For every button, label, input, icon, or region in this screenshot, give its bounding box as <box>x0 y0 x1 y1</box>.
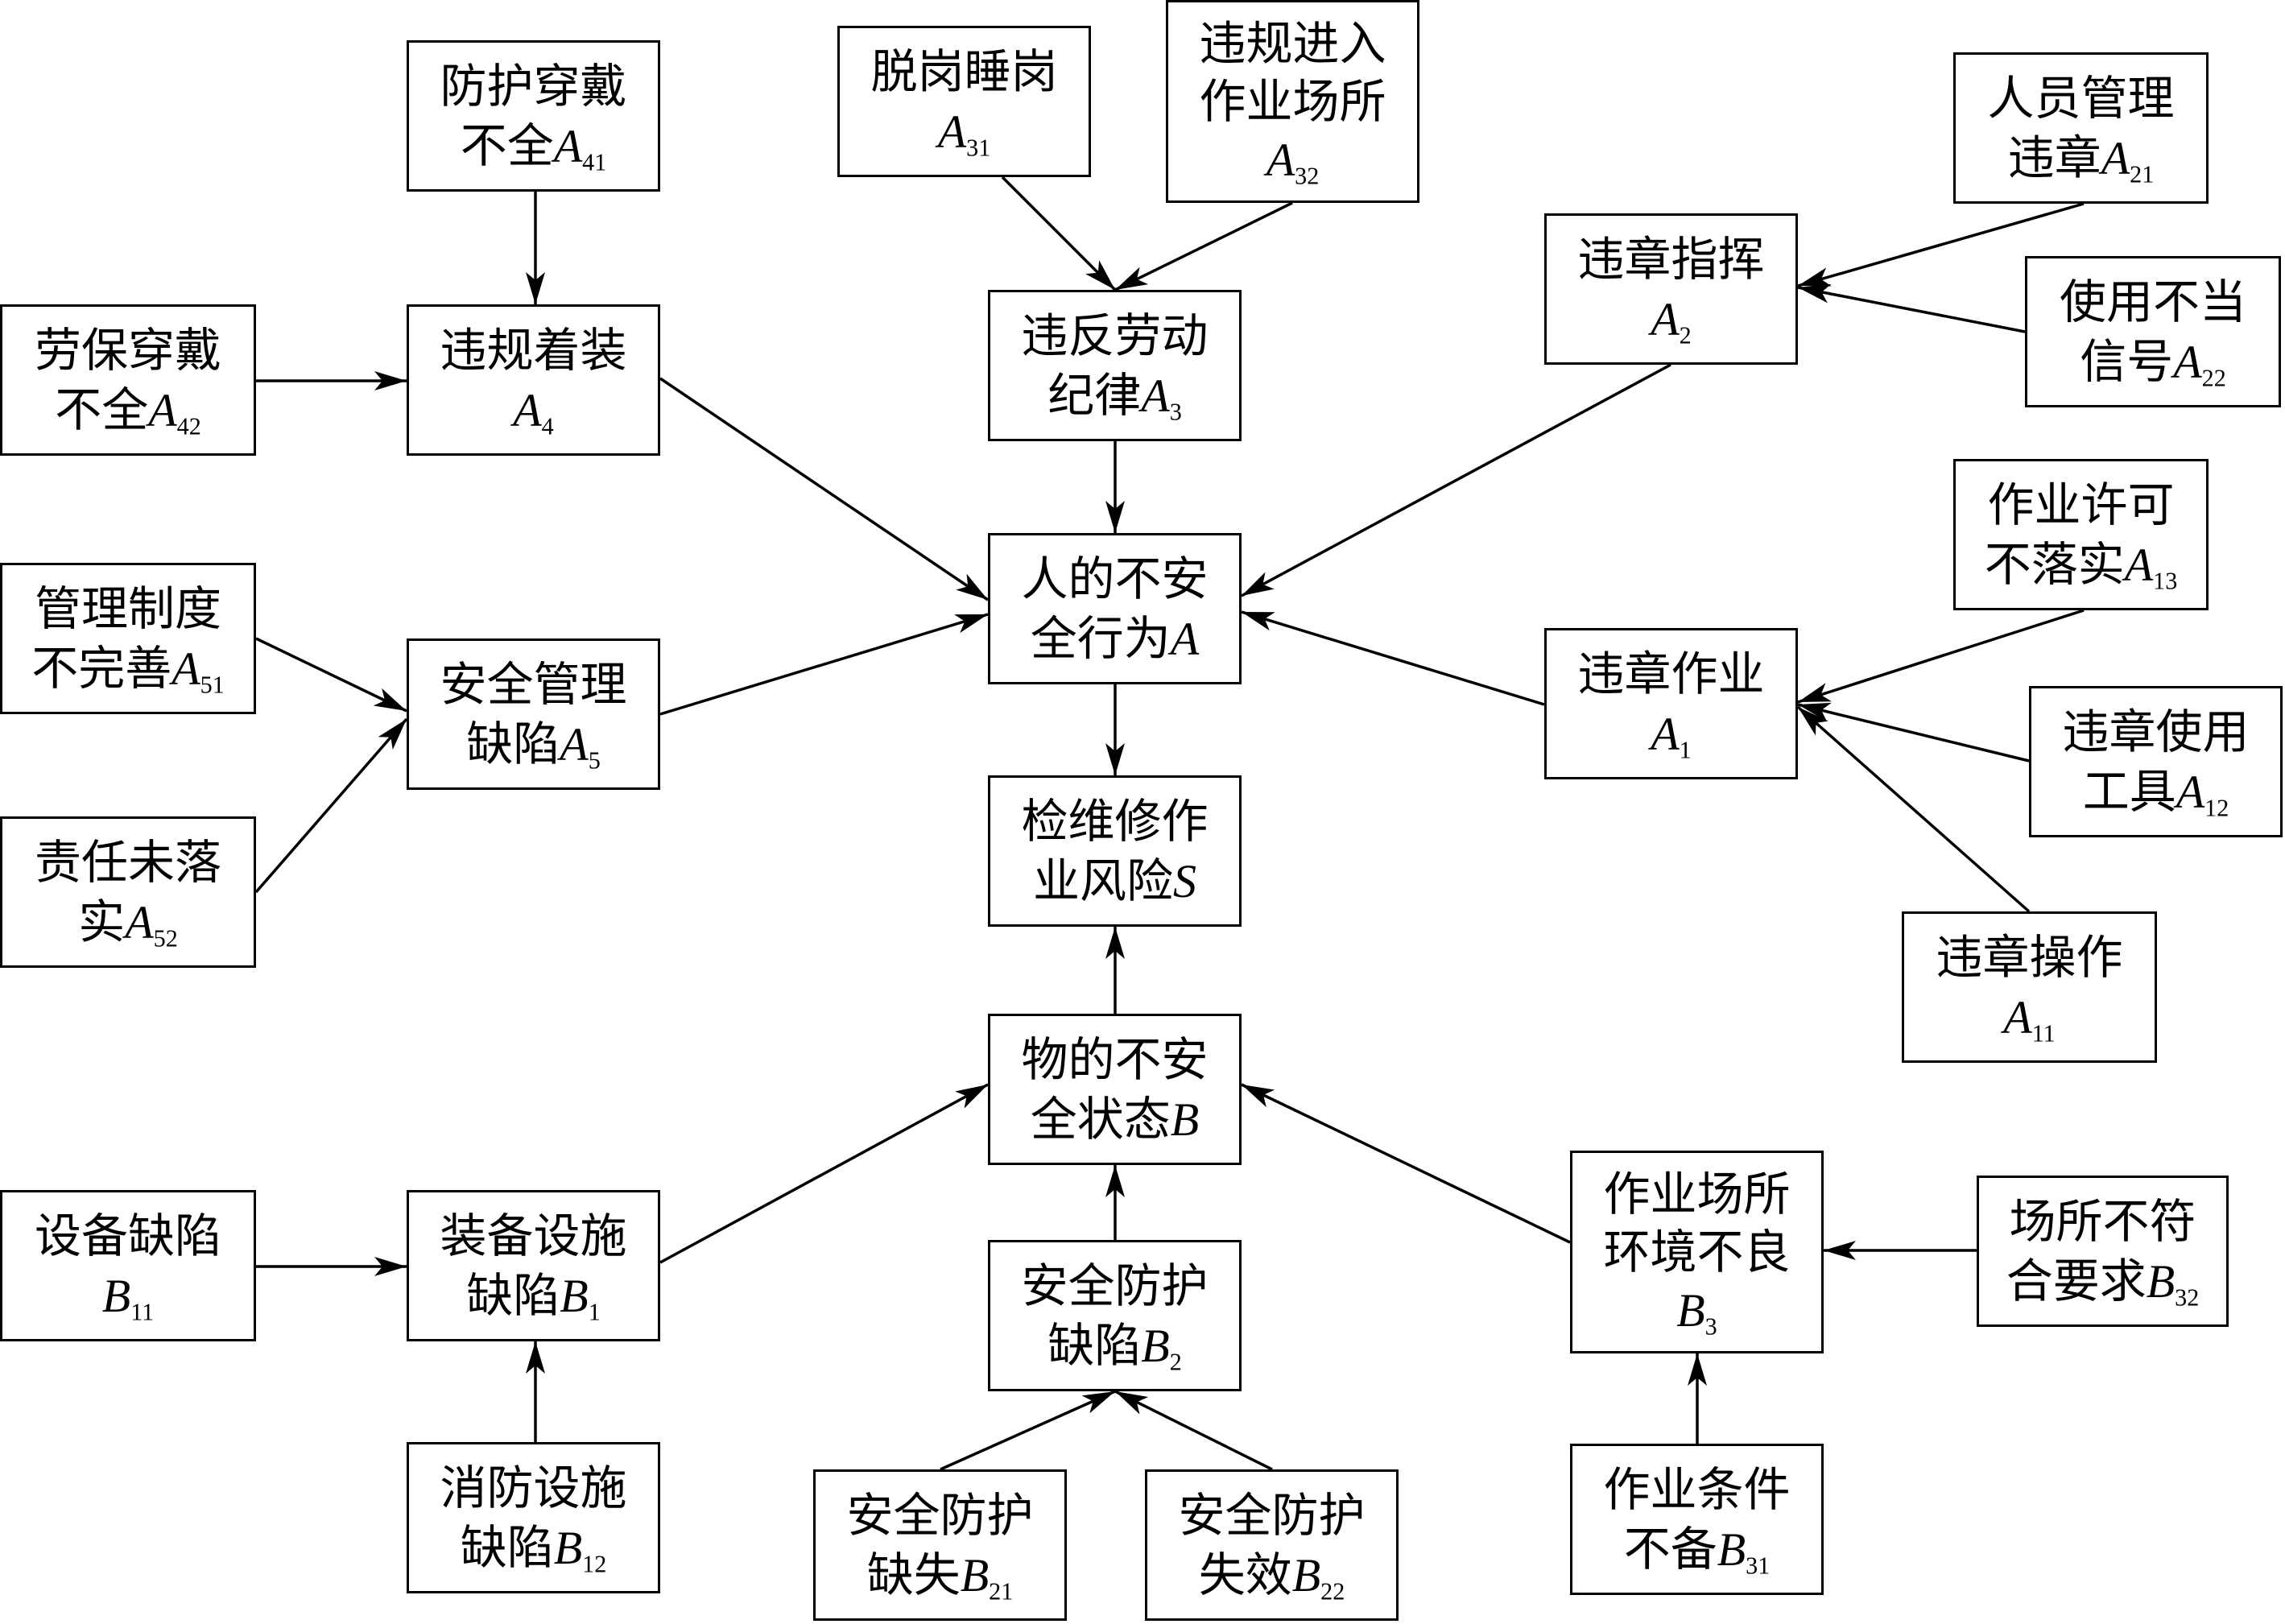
arrow-a52-a5 <box>254 717 408 894</box>
arrow-a1-a <box>1241 610 1545 706</box>
node-safety-protection-defect: 安全防护 缺陷B2 <box>988 1240 1242 1391</box>
arrow-a31-a3 <box>1001 176 1117 291</box>
arrow-a11-a1 <box>1796 705 2031 913</box>
node-illegal-command: 违章指挥 A2 <box>1544 213 1798 365</box>
arrow-a51-a5 <box>255 637 407 713</box>
node-illegal-handling: 违章操作 A11 <box>1902 911 2157 1063</box>
node-illegal-operation: 违章作业 A1 <box>1544 628 1798 779</box>
node-leaving-post: 脱岗睡岗 A31 <box>837 26 1091 177</box>
node-work-permit-not-implemented: 作业许可 不落实A13 <box>1953 459 2209 610</box>
node-incomplete-protective-wear: 防护穿戴 不全A41 <box>407 40 660 192</box>
node-unsafe-behavior: 人的不安 全行为A <box>988 533 1242 684</box>
node-labor-discipline-violation: 违反劳动 纪律A3 <box>988 290 1242 441</box>
arrow-b1-b <box>659 1083 989 1264</box>
arrow-a32-a3 <box>1114 201 1293 291</box>
node-incomplete-labor-protection: 劳保穿戴 不全A42 <box>0 304 256 456</box>
node-responsibility-not-implemented: 责任未落 实A52 <box>0 816 256 968</box>
node-imperfect-management-system: 管理制度 不完善A51 <box>0 563 256 714</box>
node-personnel-management-violation: 人员管理 违章A21 <box>1953 52 2209 204</box>
node-poor-work-environment: 作业场所 环境不良 B3 <box>1570 1151 1824 1353</box>
node-work-conditions-unprepared: 作业条件 不备B31 <box>1570 1444 1824 1595</box>
node-safety-protection-failure: 安全防护 失效B22 <box>1145 1469 1399 1621</box>
node-line: 检维修作 <box>1021 793 1209 849</box>
arrow-a21-a2 <box>1797 202 2085 287</box>
arrow-b3-b <box>1241 1083 1571 1244</box>
node-device-defect: 设备缺陷 B11 <box>0 1190 256 1341</box>
arrow-a5-a <box>659 613 989 716</box>
arrow-a2-a <box>1241 363 1671 597</box>
arrow-a22-a2 <box>1797 283 2026 333</box>
node-safety-management-defect: 安全管理 缺陷A5 <box>407 638 660 790</box>
arrow-a12-a1 <box>1797 702 2030 762</box>
arrow-b22-b2 <box>1114 1390 1273 1471</box>
node-equipment-facility-defect: 装备设施 缺陷B1 <box>407 1190 660 1341</box>
node-illegal-entry: 违规进入 作业场所 A32 <box>1166 0 1419 203</box>
arrow-a4-a <box>659 377 989 601</box>
node-improper-dress: 违规着装 A4 <box>407 304 660 456</box>
node-illegal-tool-use: 违章使用 工具A12 <box>2029 686 2283 837</box>
node-safety-protection-missing: 安全防护 缺失B21 <box>813 1469 1067 1621</box>
node-fire-facility-defect: 消防设施 缺陷B12 <box>407 1442 660 1593</box>
node-unsafe-state: 物的不安 全状态B <box>988 1014 1242 1165</box>
node-improper-signal-use: 使用不当 信号A22 <box>2025 256 2281 407</box>
arrow-a13-a1 <box>1797 609 2085 704</box>
arrow-b21-b2 <box>940 1390 1116 1471</box>
node-maintenance-risk: 检维修作 业风险S <box>988 775 1242 927</box>
node-site-nonconformity: 场所不符 合要求B32 <box>1977 1176 2229 1327</box>
